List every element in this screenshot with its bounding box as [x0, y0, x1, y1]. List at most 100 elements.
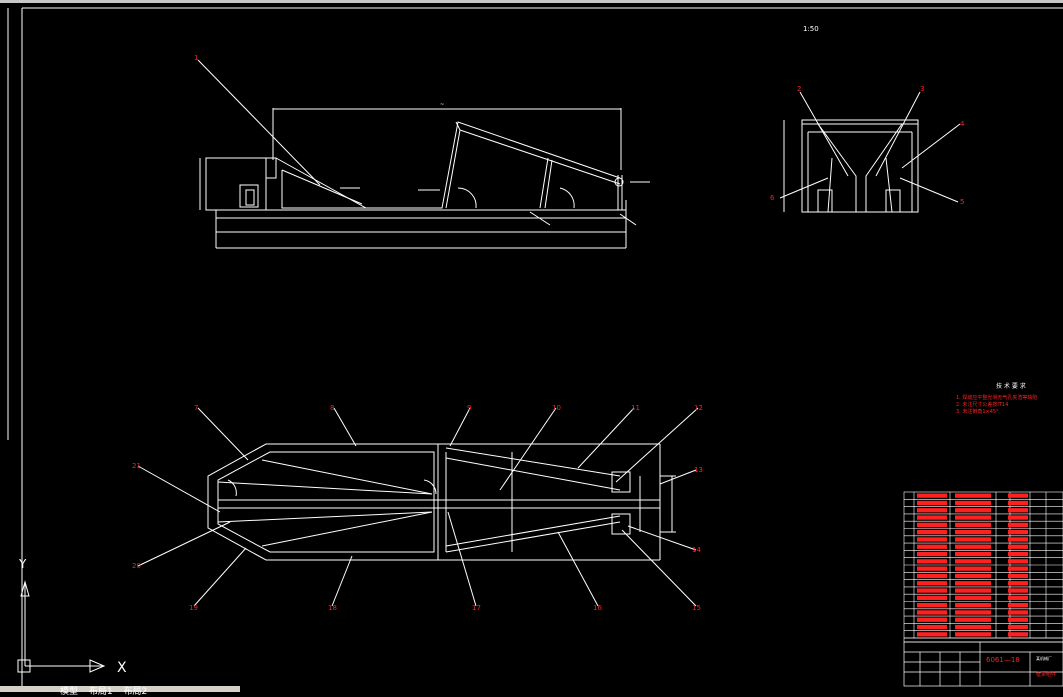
part-label: 6 — [770, 194, 775, 202]
tab-layout1[interactable]: 布局1 — [88, 687, 113, 697]
bom-cell — [917, 508, 947, 513]
scale-note: 1:50 — [803, 25, 819, 33]
ucs-icon — [17, 580, 106, 673]
tab-layout2[interactable]: 布局2 — [123, 687, 148, 697]
ucs-x-label: X — [117, 660, 127, 676]
bom-cell — [917, 500, 947, 506]
bom-cell — [1008, 610, 1028, 615]
part-label: 18 — [328, 604, 337, 612]
layout-tabs: 模型 布局1 布局2 — [60, 684, 155, 697]
bom-cell — [917, 537, 947, 542]
bom-cell — [917, 566, 947, 571]
bom-cell — [1008, 632, 1028, 637]
bom-cell — [1008, 537, 1028, 542]
bom-cell — [1008, 551, 1028, 557]
tech-note: 1. 焊缝应平整光滑无气孔夹渣等缺陷 — [956, 394, 1037, 401]
tech-requirements: 技 术 要 求 1. 焊缝应平整光滑无气孔夹渣等缺陷 2. 未注尺寸公差按IT1… — [956, 382, 1037, 415]
part-label: 10 — [552, 404, 561, 412]
window-top-edge — [0, 0, 1063, 3]
bom-table — [903, 491, 1063, 643]
bom-cell — [955, 573, 991, 579]
bom-cell — [917, 493, 947, 498]
bom-cell — [1008, 573, 1028, 579]
part-label: 7 — [194, 404, 198, 412]
drawing-number: 6061—18 — [986, 656, 1020, 664]
part-labels: 1 2 3 4 5 6 7 8 9 10 11 12 13 14 15 16 1… — [132, 54, 965, 612]
layout-tabs-bar — [0, 686, 240, 692]
bom-cell — [917, 617, 947, 622]
drawing-frame — [7, 7, 1063, 686]
tech-title: 技 术 要 求 — [996, 382, 1026, 390]
bom-cell — [955, 595, 991, 600]
bom-cell — [917, 603, 947, 608]
bom-cell — [955, 559, 991, 564]
bom-cell — [1008, 515, 1028, 520]
bom-cell — [955, 617, 991, 622]
part-label: 20 — [132, 562, 141, 570]
bom-cell — [917, 544, 947, 549]
bom-cell — [1008, 508, 1028, 513]
bom-cell — [917, 515, 947, 520]
bom-cell — [955, 610, 991, 615]
part-label: 2 — [797, 85, 801, 93]
bom-cell — [955, 515, 991, 520]
company-name: 某机械厂 — [1036, 655, 1052, 661]
part-label: 3 — [920, 85, 924, 93]
ucs-y-label: Y — [18, 557, 27, 571]
part-label: 13 — [694, 466, 703, 474]
part-label: 1 — [194, 54, 198, 62]
bom-cell — [917, 522, 947, 527]
bom-cell — [1008, 544, 1028, 549]
plan-view — [137, 407, 699, 607]
title-block-text: 6061—18 某机械厂 框架组件 — [986, 655, 1056, 678]
tech-note: 2. 未注尺寸公差按IT14 — [956, 401, 1008, 408]
part-label: 14 — [692, 546, 701, 554]
part-name: 框架组件 — [1036, 671, 1056, 678]
bom-cell — [917, 573, 947, 579]
bom-cell — [1008, 500, 1028, 506]
part-label: 5 — [960, 198, 964, 206]
bom-cell — [917, 632, 947, 637]
side-view-dims: ~ — [440, 102, 444, 108]
bom-cell — [1008, 603, 1028, 608]
bom-cell — [955, 624, 991, 630]
part-label: 4 — [960, 120, 965, 128]
bom-cell — [955, 530, 991, 535]
bom-cell — [1008, 588, 1028, 593]
bom-cell — [955, 551, 991, 557]
bom-cell — [955, 537, 991, 542]
part-label: 21 — [132, 462, 141, 470]
bom-cell — [1008, 522, 1028, 527]
bom-cell — [1008, 581, 1028, 586]
bom-cell — [955, 500, 991, 506]
bom-cell — [1008, 617, 1028, 622]
side-view — [197, 59, 650, 249]
bom-cell — [955, 508, 991, 513]
bom-cell — [1008, 530, 1028, 535]
bom-cell — [955, 632, 991, 637]
svg-text:~: ~ — [440, 102, 444, 108]
tab-model[interactable]: 模型 — [60, 687, 79, 697]
part-label: 15 — [692, 604, 701, 612]
end-view — [779, 91, 961, 213]
bom-cell — [917, 530, 947, 535]
bom-cell — [955, 493, 991, 498]
bom-cell — [917, 610, 947, 615]
bom-cell — [917, 559, 947, 564]
bom-cell — [955, 544, 991, 549]
part-label: 16 — [593, 604, 602, 612]
bom-cell — [955, 588, 991, 593]
bom-cell — [1008, 595, 1028, 600]
part-label: 9 — [467, 404, 471, 412]
bom-cell — [955, 566, 991, 571]
bom-cell — [1008, 559, 1028, 564]
tech-note: 3. 未注倒角1×45° — [956, 408, 999, 415]
title-block — [903, 641, 1063, 687]
part-label: 8 — [330, 404, 334, 412]
bom-cell — [917, 581, 947, 586]
part-label: 11 — [631, 404, 640, 412]
bom-cell — [955, 603, 991, 608]
bom-cell — [1008, 493, 1028, 498]
